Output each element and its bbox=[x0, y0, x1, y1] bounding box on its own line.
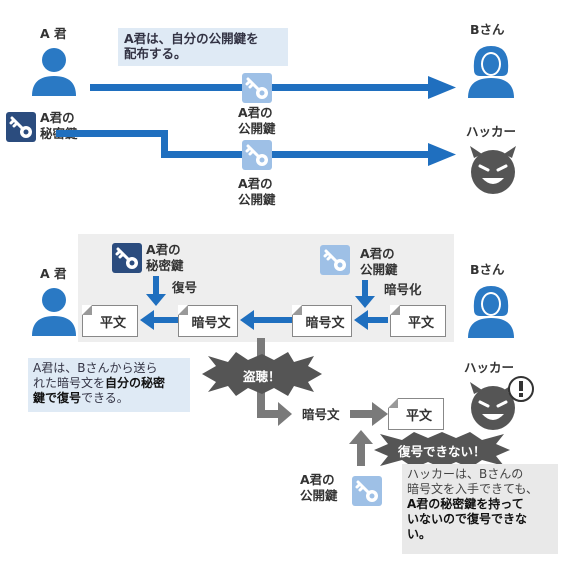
pubkey-label-b-1: A君の bbox=[238, 105, 273, 120]
hacker-plaintext-doc: 平文 bbox=[388, 398, 444, 430]
hacker-note: ハッカーは、Bさんの 暗号文を入手できても、 A君の秘密鍵を持って いないので復… bbox=[402, 464, 558, 554]
distribute-note: A君は、自分の公開鍵を 配布する。 bbox=[118, 28, 288, 66]
key-icon bbox=[115, 247, 138, 269]
distribute-note-line1: A君は、自分の公開鍵を bbox=[124, 31, 259, 46]
key-icon bbox=[9, 116, 32, 138]
hacker-label-bottom: ハッカー bbox=[464, 360, 515, 375]
decrypt-note: A君は、Bさんから送ら れた暗号文を自分の秘密 鍵で復号できる。 bbox=[28, 358, 190, 412]
woman-icon bbox=[468, 286, 514, 338]
pubkey-label-b-2: 公開鍵 bbox=[238, 121, 276, 136]
cannot-decrypt-label: 復号できない！ bbox=[398, 444, 486, 459]
devil-icon bbox=[470, 146, 516, 194]
private-key-label-top-1: A君の bbox=[40, 110, 75, 125]
woman-icon bbox=[468, 46, 514, 98]
decrypt-note-line1: A君は、Bさんから送ら bbox=[33, 361, 158, 375]
hacker-pubkey-label-1: A君の bbox=[300, 472, 335, 487]
exclamation-icon bbox=[508, 376, 534, 402]
hacker-note-line4: いないので復号できな bbox=[407, 512, 528, 526]
encrypt-label: 暗号化 bbox=[384, 282, 422, 297]
public-key-label-bottom-1: A君の bbox=[360, 246, 395, 261]
person-a-label-bottom: A 君 bbox=[40, 266, 67, 281]
hacker-note-line1: ハッカーは、Bさんの bbox=[407, 467, 524, 481]
key-icon bbox=[245, 144, 268, 166]
person-b-label-top: Bさん bbox=[470, 22, 505, 37]
person-a-label-top: A 君 bbox=[40, 26, 67, 41]
plaintext-doc-b: 平文 bbox=[390, 305, 446, 337]
burst-icon bbox=[202, 352, 322, 396]
burst-icon bbox=[374, 432, 510, 468]
pubkey-label-h-1: A君の bbox=[238, 176, 273, 191]
intercepted-cipher-label: 暗号文 bbox=[302, 407, 340, 422]
distribute-note-line2: 配布する。 bbox=[124, 46, 187, 61]
private-key-label-bottom-2: 秘密鍵 bbox=[146, 258, 184, 273]
hacker-pubkey-label-2: 公開鍵 bbox=[300, 488, 338, 503]
hacker-label-top: ハッカー bbox=[466, 124, 517, 139]
hacker-note-line2: 暗号文を入手できても、 bbox=[407, 482, 539, 496]
person-icon bbox=[32, 48, 76, 96]
key-icon bbox=[323, 249, 346, 271]
pubkey-label-h-2: 公開鍵 bbox=[238, 192, 276, 207]
key-icon bbox=[355, 480, 378, 502]
ciphertext-doc-b: 暗号文 bbox=[292, 305, 352, 337]
eavesdrop-label: 盗聴！ bbox=[243, 369, 281, 384]
person-b-label-bottom: Bさん bbox=[470, 262, 505, 277]
plaintext-doc-a: 平文 bbox=[82, 305, 138, 337]
hacker-note-line3: A君の秘密鍵を持って bbox=[407, 497, 524, 511]
key-icon bbox=[245, 77, 268, 99]
private-key-label-bottom-1: A君の bbox=[146, 242, 181, 257]
hacker-note-line5: い。 bbox=[407, 527, 432, 541]
ciphertext-doc-a: 暗号文 bbox=[178, 305, 238, 337]
decrypt-note-line3: 鍵で復号できる。 bbox=[33, 391, 129, 405]
public-key-label-bottom-2: 公開鍵 bbox=[360, 262, 398, 277]
decrypt-label: 復号 bbox=[172, 280, 198, 295]
decrypt-note-line2: れた暗号文を自分の秘密 bbox=[33, 376, 166, 390]
person-icon bbox=[32, 288, 76, 336]
